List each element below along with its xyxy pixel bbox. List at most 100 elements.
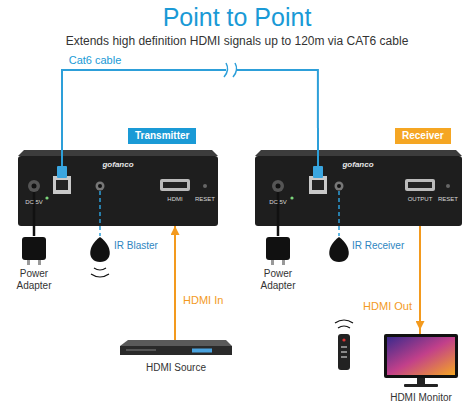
brand-mark: gofanco	[102, 160, 133, 169]
receiver-housing	[255, 156, 462, 226]
remote-control-icon	[338, 326, 350, 328]
cable-stubs	[34, 128, 420, 340]
cable-stubs	[317, 128, 319, 168]
cable-break-mark	[224, 63, 228, 77]
receiver-housing	[272, 180, 284, 192]
cable-stubs	[61, 128, 63, 168]
dvd-player-icon	[192, 349, 212, 353]
transmitter-housing	[98, 184, 102, 188]
transmitter-housing	[53, 176, 71, 194]
cable-connector	[62, 70, 318, 128]
cable-stubs	[33, 192, 36, 226]
power-adapter-icon	[282, 260, 285, 265]
tv-monitor-icon	[387, 337, 455, 375]
cable-stubs	[57, 166, 67, 178]
cable-stubs	[338, 191, 340, 226]
unit-badge: Receiver	[395, 128, 451, 144]
receiver-housing	[276, 184, 281, 189]
cable-connector	[33, 226, 36, 236]
receiver-housing	[255, 150, 462, 226]
node-label: Power Adapter	[8, 268, 60, 292]
transmitter-housing	[163, 182, 187, 188]
transmitter-unit: Transmitter	[18, 128, 218, 226]
power-adapter-icon	[271, 260, 274, 265]
transmitter-housing	[203, 184, 207, 188]
port-marking: HDMI	[167, 196, 182, 203]
receiver-housing	[446, 184, 450, 188]
node-label: Power Adapter	[252, 268, 304, 292]
cable-stubs	[174, 332, 176, 340]
receiver-housing	[337, 184, 341, 188]
unit-badge: Transmitter	[128, 128, 196, 144]
cable-connector	[277, 226, 280, 236]
subtitle: Extends high definition HDMI signals up …	[66, 34, 409, 48]
power-adapter: Power Adapter	[252, 236, 304, 296]
dvd-player-icon	[120, 340, 232, 355]
ir-blaster: IR Blaster	[88, 236, 164, 280]
port-marking: RESET	[195, 196, 215, 203]
remote-control-icon	[335, 320, 353, 370]
cable-connector	[174, 226, 176, 332]
receiver-housing	[405, 179, 435, 191]
tv-monitor-icon	[404, 384, 438, 387]
power-adapter-icon	[38, 260, 41, 265]
hdmi-monitor: HDMI Monitor	[376, 330, 466, 408]
cable-label: Cat6 cable	[67, 54, 124, 67]
cable-connector	[99, 226, 101, 236]
port-marking: DC 5V	[25, 199, 43, 206]
remote-control-icon	[341, 346, 347, 348]
tv-monitor-icon	[417, 378, 425, 384]
cable-label: HDMI In	[181, 294, 225, 307]
transmitter-housing	[28, 180, 40, 192]
port-marking: DC 5V	[269, 199, 287, 206]
cable-stubs	[419, 330, 421, 334]
diagram-title: Point to Point	[0, 2, 474, 32]
remote-control-icon	[335, 320, 353, 323]
remote-control-icon	[341, 351, 347, 353]
node-label: HDMI Source	[120, 362, 232, 374]
ir-eye-icon	[94, 268, 106, 270]
power-adapter: Power Adapter	[8, 236, 60, 296]
node-label: IR Blaster	[114, 240, 158, 252]
ir-eye-icon	[90, 237, 110, 262]
transmitter-housing	[18, 156, 218, 226]
receiver-housing	[290, 196, 293, 199]
receiver-housing	[309, 176, 327, 194]
receiver-unit: Receiver	[255, 128, 462, 226]
transmitter-housing	[56, 180, 68, 190]
ir-eye-icon	[329, 237, 349, 262]
hdmi-source: HDMI Source	[120, 332, 232, 378]
power-adapter-icon	[266, 237, 290, 260]
transmitter-housing	[32, 184, 37, 189]
node-label: HDMI Monitor	[376, 392, 466, 404]
transmitter-housing	[160, 179, 190, 191]
cable-stubs	[99, 191, 101, 226]
port-marking: OUTPUT	[408, 196, 433, 203]
receiver-housing	[255, 150, 462, 156]
transmitter-housing	[18, 150, 218, 156]
remote-control-icon	[342, 338, 345, 341]
dvd-player-icon	[120, 346, 232, 355]
dvd-player-icon	[120, 340, 232, 346]
ir-receiver: IR Receiver	[328, 236, 408, 266]
receiver-housing	[335, 182, 344, 191]
cable-stubs	[313, 166, 323, 178]
power-adapter-icon	[22, 237, 290, 265]
tv-monitor-icon	[384, 334, 458, 378]
remote-control-icon	[338, 334, 350, 370]
transmitter-housing	[18, 150, 218, 226]
power-adapter-icon	[27, 260, 30, 265]
ir-eye-icon	[90, 237, 349, 277]
ir-eye-icon	[91, 274, 109, 277]
cable-label: HDMI Out	[361, 300, 414, 313]
port-marking: RESET	[438, 196, 458, 203]
cable-connector	[338, 226, 340, 236]
dvd-player-icon	[126, 349, 156, 351]
receiver-housing	[408, 182, 432, 188]
receiver-housing	[312, 180, 324, 190]
brand-mark: gofanco	[342, 160, 373, 169]
remote-control-icon	[341, 356, 347, 358]
cable-break-mark	[224, 62, 237, 78]
cable-connector	[419, 226, 421, 330]
